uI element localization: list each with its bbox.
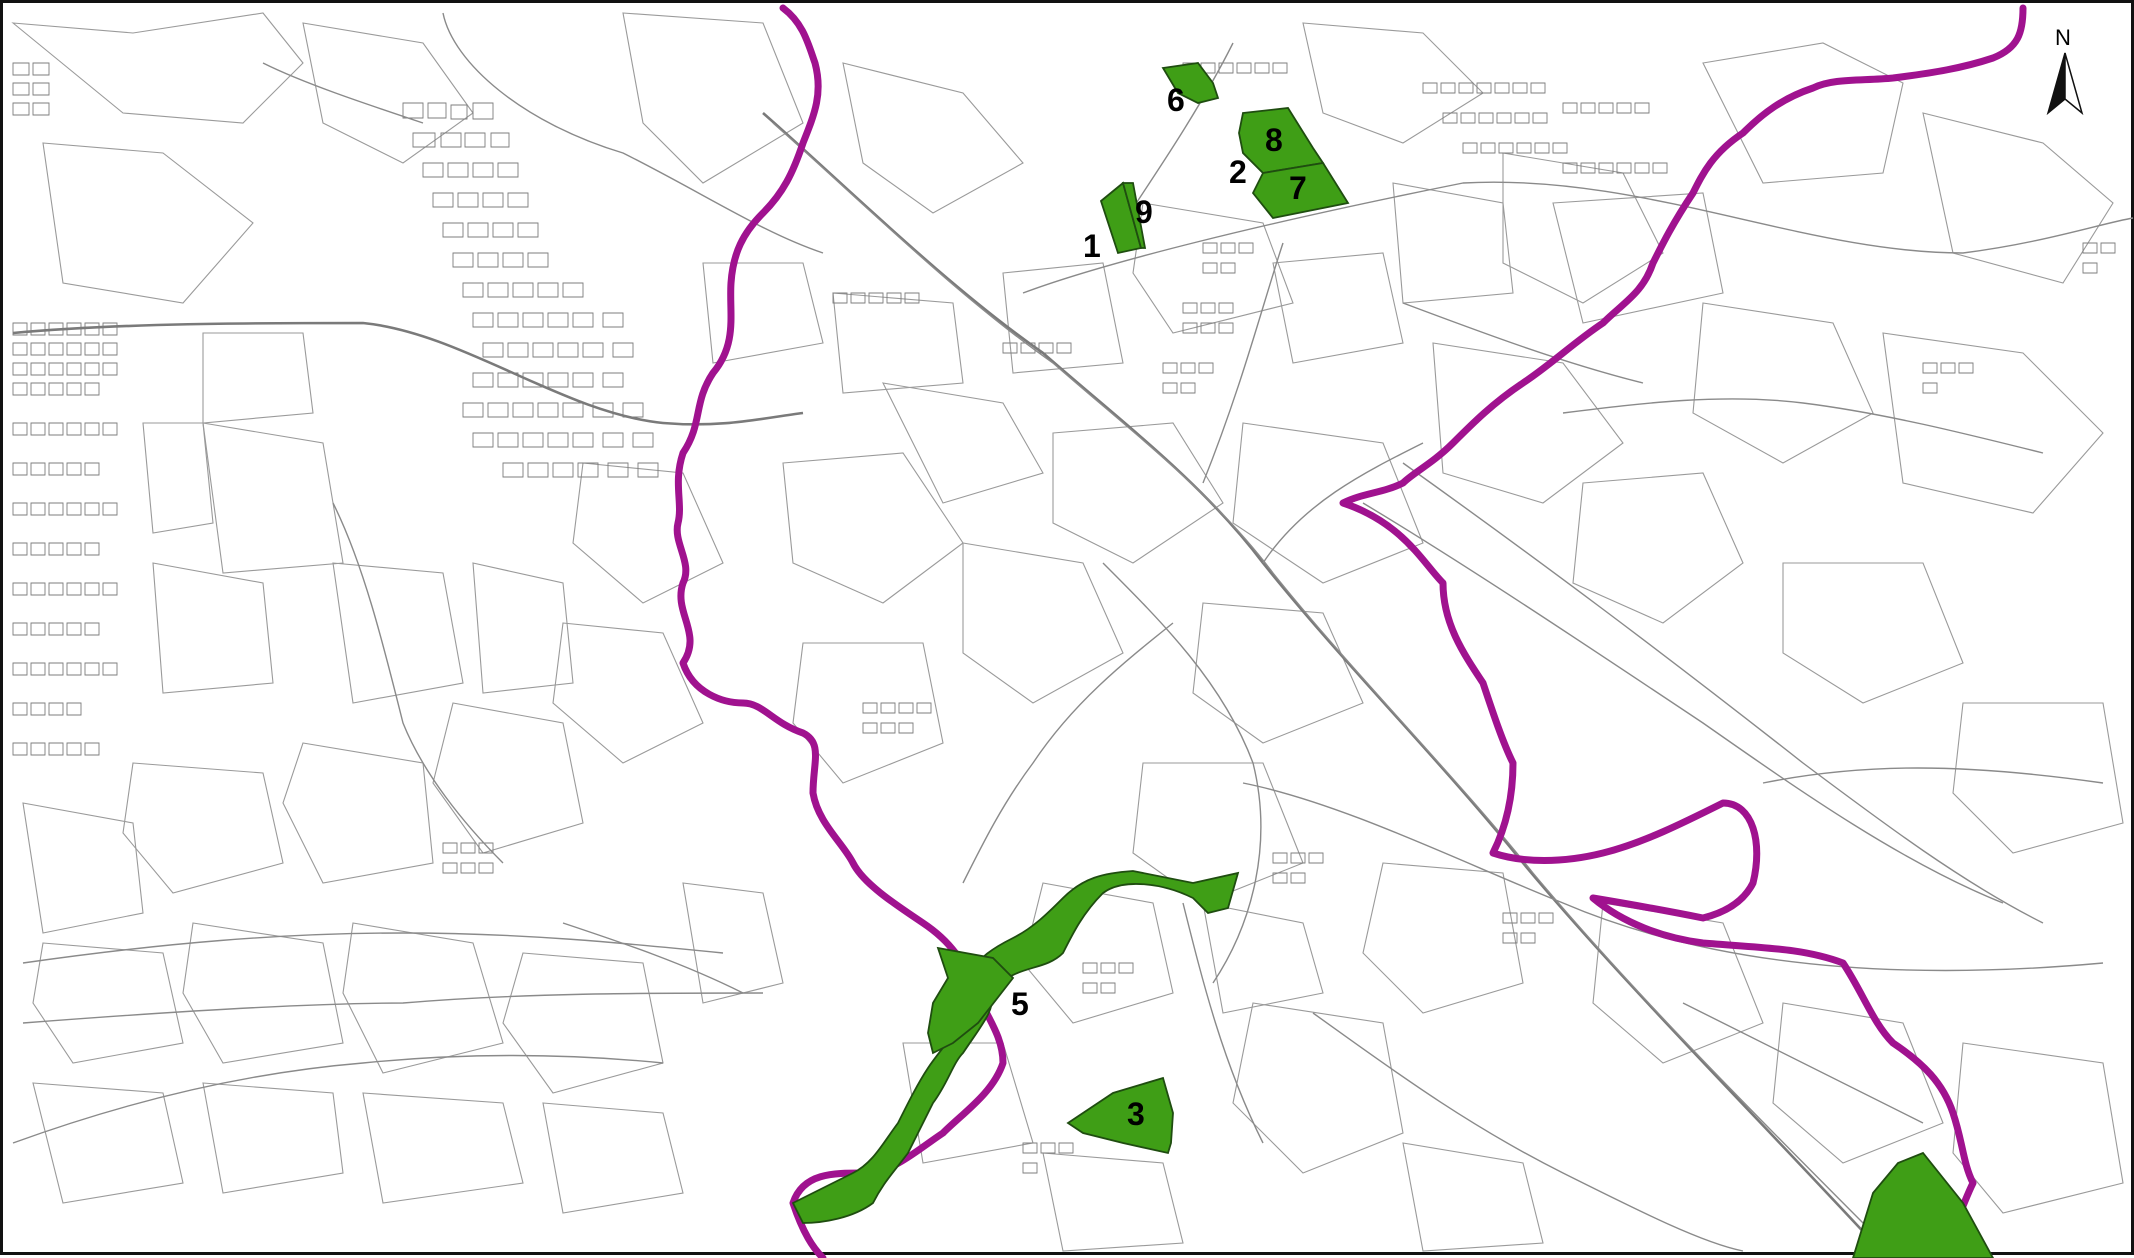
site-label-1: 1 [1083, 228, 1101, 264]
site-1-area[interactable] [1121, 182, 1147, 249]
north-arrow-icon [2046, 52, 2066, 116]
boundary-west [673, 4, 1007, 1258]
site-label-2: 2 [1229, 154, 1247, 190]
sites[interactable] [791, 62, 1995, 1258]
site-3-area[interactable] [1066, 1076, 1174, 1155]
site-7-area[interactable] [1251, 162, 1350, 219]
site-label-8: 8 [1265, 122, 1283, 158]
site-5-lower-area[interactable] [927, 946, 1015, 1055]
map-canvas[interactable]: 6 8 2 7 9 1 5 3 N [3, 3, 2134, 1258]
site-label-5: 5 [1011, 986, 1029, 1022]
north-arrow: N [2046, 25, 2084, 116]
site-labels: 6 8 2 7 9 1 5 3 [1011, 82, 1307, 1132]
site-6-area[interactable] [1161, 62, 1220, 104]
north-label: N [2055, 25, 2071, 50]
site-label-7: 7 [1289, 170, 1307, 206]
site-south-east-area[interactable] [1852, 1151, 1995, 1258]
site-5-area[interactable] [791, 870, 1240, 1224]
boundary-east [1339, 4, 2027, 1258]
roads [12, 12, 2134, 1254]
site-label-3: 3 [1127, 1096, 1145, 1132]
field-boundaries [11, 12, 2124, 1252]
site-label-9: 9 [1135, 194, 1153, 230]
site-label-6: 6 [1167, 82, 1185, 118]
boundary-lines [673, 4, 2027, 1258]
urban-areas [12, 62, 2116, 1174]
